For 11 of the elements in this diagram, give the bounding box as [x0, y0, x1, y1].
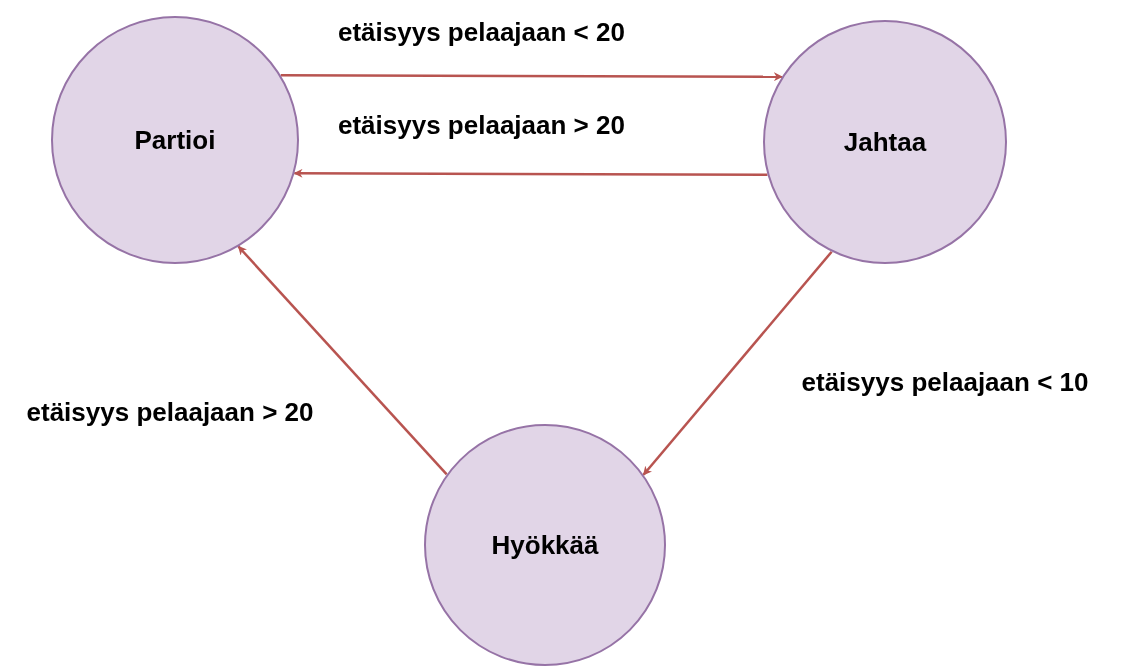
edge-label: etäisyys pelaajaan < 10: [800, 366, 1090, 399]
state-name: Hyökkää: [491, 528, 599, 562]
arrow: [237, 245, 448, 476]
state-name: Partioi: [134, 123, 216, 157]
arrow: [642, 250, 833, 476]
arrow: [293, 168, 768, 178]
edge-label: etäisyys pelaajaan > 20: [338, 109, 626, 142]
state-name: Jahtaa: [843, 125, 927, 159]
edge-label: etäisyys pelaajaan < 20: [338, 16, 626, 49]
edge-label: etäisyys pelaajaan > 20: [25, 396, 315, 429]
arrow: [280, 72, 783, 82]
